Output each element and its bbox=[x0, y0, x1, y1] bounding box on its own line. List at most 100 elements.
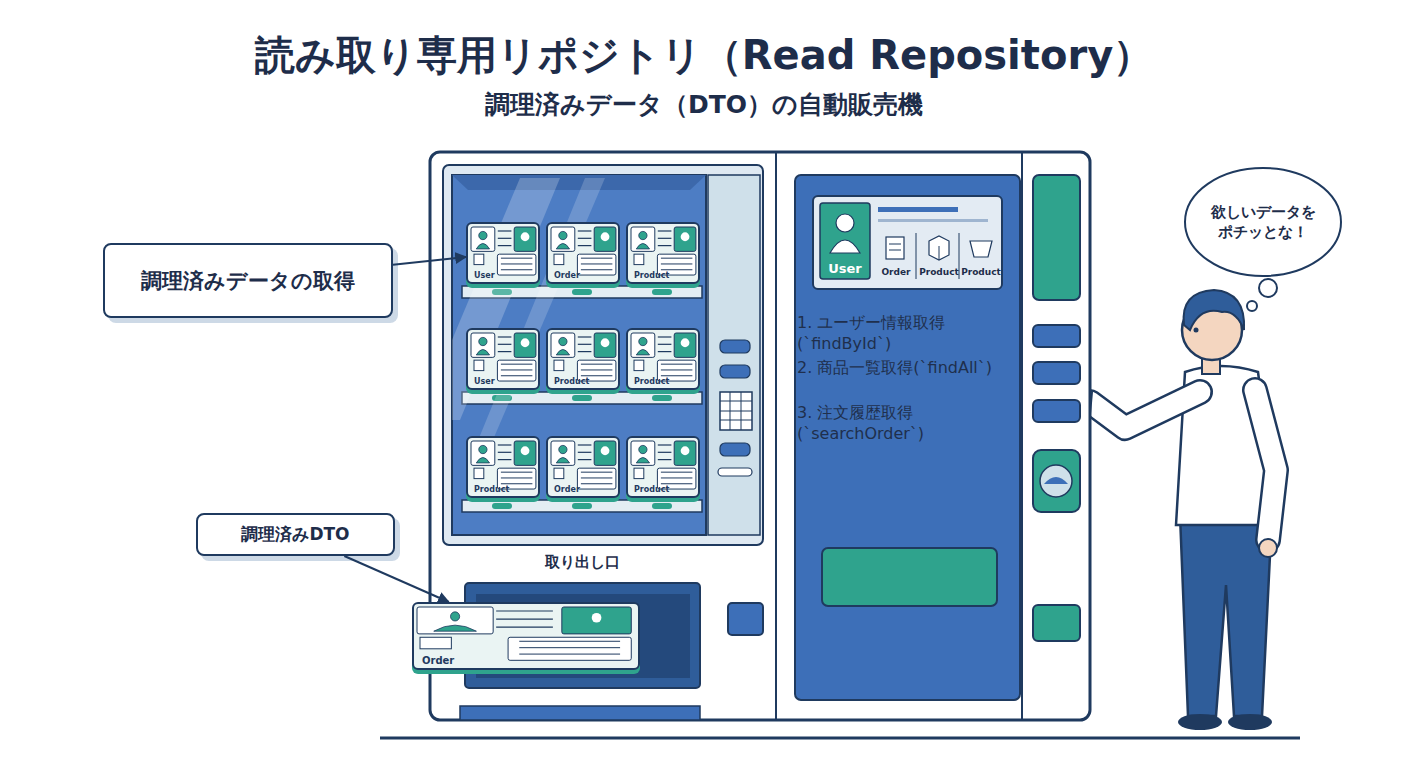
card-photo-head bbox=[521, 446, 530, 455]
card-text-line bbox=[498, 452, 512, 453]
illustration-part bbox=[1184, 290, 1245, 330]
card-text-line bbox=[578, 351, 592, 352]
illustration-part bbox=[720, 392, 752, 430]
illustration-part bbox=[822, 548, 997, 606]
card-text-line bbox=[501, 269, 533, 270]
display-panel: UserOrderProductProduct bbox=[812, 195, 1003, 290]
card-photo bbox=[674, 227, 696, 251]
dto-card: Product bbox=[626, 222, 700, 284]
card-cube-icon bbox=[554, 468, 564, 478]
card-photo-head bbox=[681, 232, 690, 241]
card-cube-icon bbox=[474, 254, 484, 264]
card-text-line bbox=[578, 459, 592, 460]
card-text-line bbox=[658, 444, 672, 445]
card-cube-icon bbox=[474, 468, 484, 478]
card-cube-icon bbox=[420, 637, 451, 649]
card-label: Order bbox=[422, 655, 454, 666]
illustration-part bbox=[572, 289, 592, 295]
card-text-line bbox=[658, 230, 672, 231]
card-text-line bbox=[501, 364, 533, 365]
card-person-body bbox=[476, 243, 489, 248]
card-icon-frame bbox=[631, 441, 655, 465]
illustration-part bbox=[795, 175, 1020, 700]
dto-card: Product bbox=[466, 436, 540, 498]
card-text-line bbox=[581, 364, 613, 365]
panel-header-line bbox=[878, 219, 988, 222]
card-text-line bbox=[581, 269, 613, 270]
card-label: Order bbox=[554, 271, 580, 280]
illustration-part bbox=[1033, 325, 1080, 347]
card-photo-head bbox=[521, 338, 530, 347]
card-label: Product bbox=[634, 485, 669, 494]
card-cube-icon bbox=[474, 360, 484, 370]
card-text-line bbox=[501, 375, 533, 376]
diagram-subtitle: 調理済みデータ（DTO）の自動販売機 bbox=[0, 88, 1408, 121]
card-text-line bbox=[498, 344, 512, 345]
illustration-part bbox=[380, 737, 1300, 740]
card-person-head bbox=[479, 231, 487, 239]
panel-divider bbox=[916, 233, 917, 279]
illustration-part bbox=[1259, 539, 1277, 557]
card-person-body bbox=[556, 243, 569, 248]
card-text-line bbox=[658, 344, 672, 345]
illustration-part bbox=[1178, 714, 1222, 730]
illustration-part bbox=[720, 340, 750, 353]
panel-label: User bbox=[820, 261, 870, 276]
card-photo bbox=[594, 227, 616, 251]
illustration-part bbox=[462, 500, 702, 512]
button-label-text: 3. 注文履歴取得(`searchOrder`) bbox=[797, 403, 924, 443]
button-label: 2. 商品一覧取得(`findAll`) bbox=[797, 358, 1012, 392]
card-text-line bbox=[578, 336, 592, 337]
dto-card: Order bbox=[546, 436, 620, 498]
card-sub-frame bbox=[497, 360, 536, 381]
vending-machine: 取り出し口UserOrderProductUserProductProductP… bbox=[428, 150, 1092, 722]
card-person-body bbox=[556, 349, 569, 354]
card-text-line bbox=[661, 364, 693, 365]
card-text-line bbox=[519, 647, 620, 648]
card-text-line bbox=[519, 654, 620, 655]
dispensed-dto-card: Order bbox=[412, 602, 640, 670]
card-text-line bbox=[658, 459, 672, 460]
card-label: User bbox=[474, 377, 495, 386]
illustration-part bbox=[775, 152, 777, 720]
card-cube-icon bbox=[554, 254, 564, 264]
illustration-part bbox=[1044, 477, 1068, 484]
card-text-line bbox=[661, 483, 693, 484]
card-text-line bbox=[578, 245, 592, 246]
card-person-body bbox=[434, 625, 477, 631]
card-text-line bbox=[578, 344, 592, 345]
card-person-head bbox=[639, 231, 647, 239]
card-icon-frame bbox=[551, 227, 575, 251]
illustration-part bbox=[1033, 400, 1080, 422]
card-text-line bbox=[498, 238, 512, 239]
illustration-part bbox=[652, 395, 672, 401]
card-text-line bbox=[498, 351, 512, 352]
illustration-part bbox=[1090, 392, 1200, 428]
user-icon-head bbox=[836, 214, 854, 232]
callout-box: 調理済みデータの取得 bbox=[103, 243, 393, 318]
illustration-part bbox=[720, 443, 750, 456]
card-photo-head bbox=[601, 338, 610, 347]
dto-card: User bbox=[466, 222, 540, 284]
card-photo-head bbox=[681, 446, 690, 455]
card-sub-frame bbox=[508, 637, 631, 660]
card-text-line bbox=[498, 459, 512, 460]
order-icon-line bbox=[889, 244, 901, 245]
illustration-part bbox=[572, 503, 592, 509]
card-person-body bbox=[476, 457, 489, 462]
card-person-head bbox=[479, 337, 487, 345]
card-photo bbox=[514, 441, 536, 465]
button-label: 3. 注文履歴取得(`searchOrder`) bbox=[797, 403, 1012, 437]
card-photo bbox=[514, 333, 536, 357]
card-text-line bbox=[496, 618, 553, 619]
panel-label: Product bbox=[916, 267, 962, 277]
bubble-text: 欲しいデータを ポチッとな！ bbox=[1201, 202, 1325, 243]
card-text-line bbox=[501, 369, 533, 370]
callout-text: 調理済みデータの取得 bbox=[141, 267, 355, 295]
card-text-line bbox=[661, 477, 693, 478]
thought-bubble: 欲しいデータを ポチッとな！ bbox=[1183, 166, 1343, 278]
card-text-line bbox=[658, 452, 672, 453]
card-person-body bbox=[636, 457, 649, 462]
illustration-part bbox=[728, 603, 763, 635]
